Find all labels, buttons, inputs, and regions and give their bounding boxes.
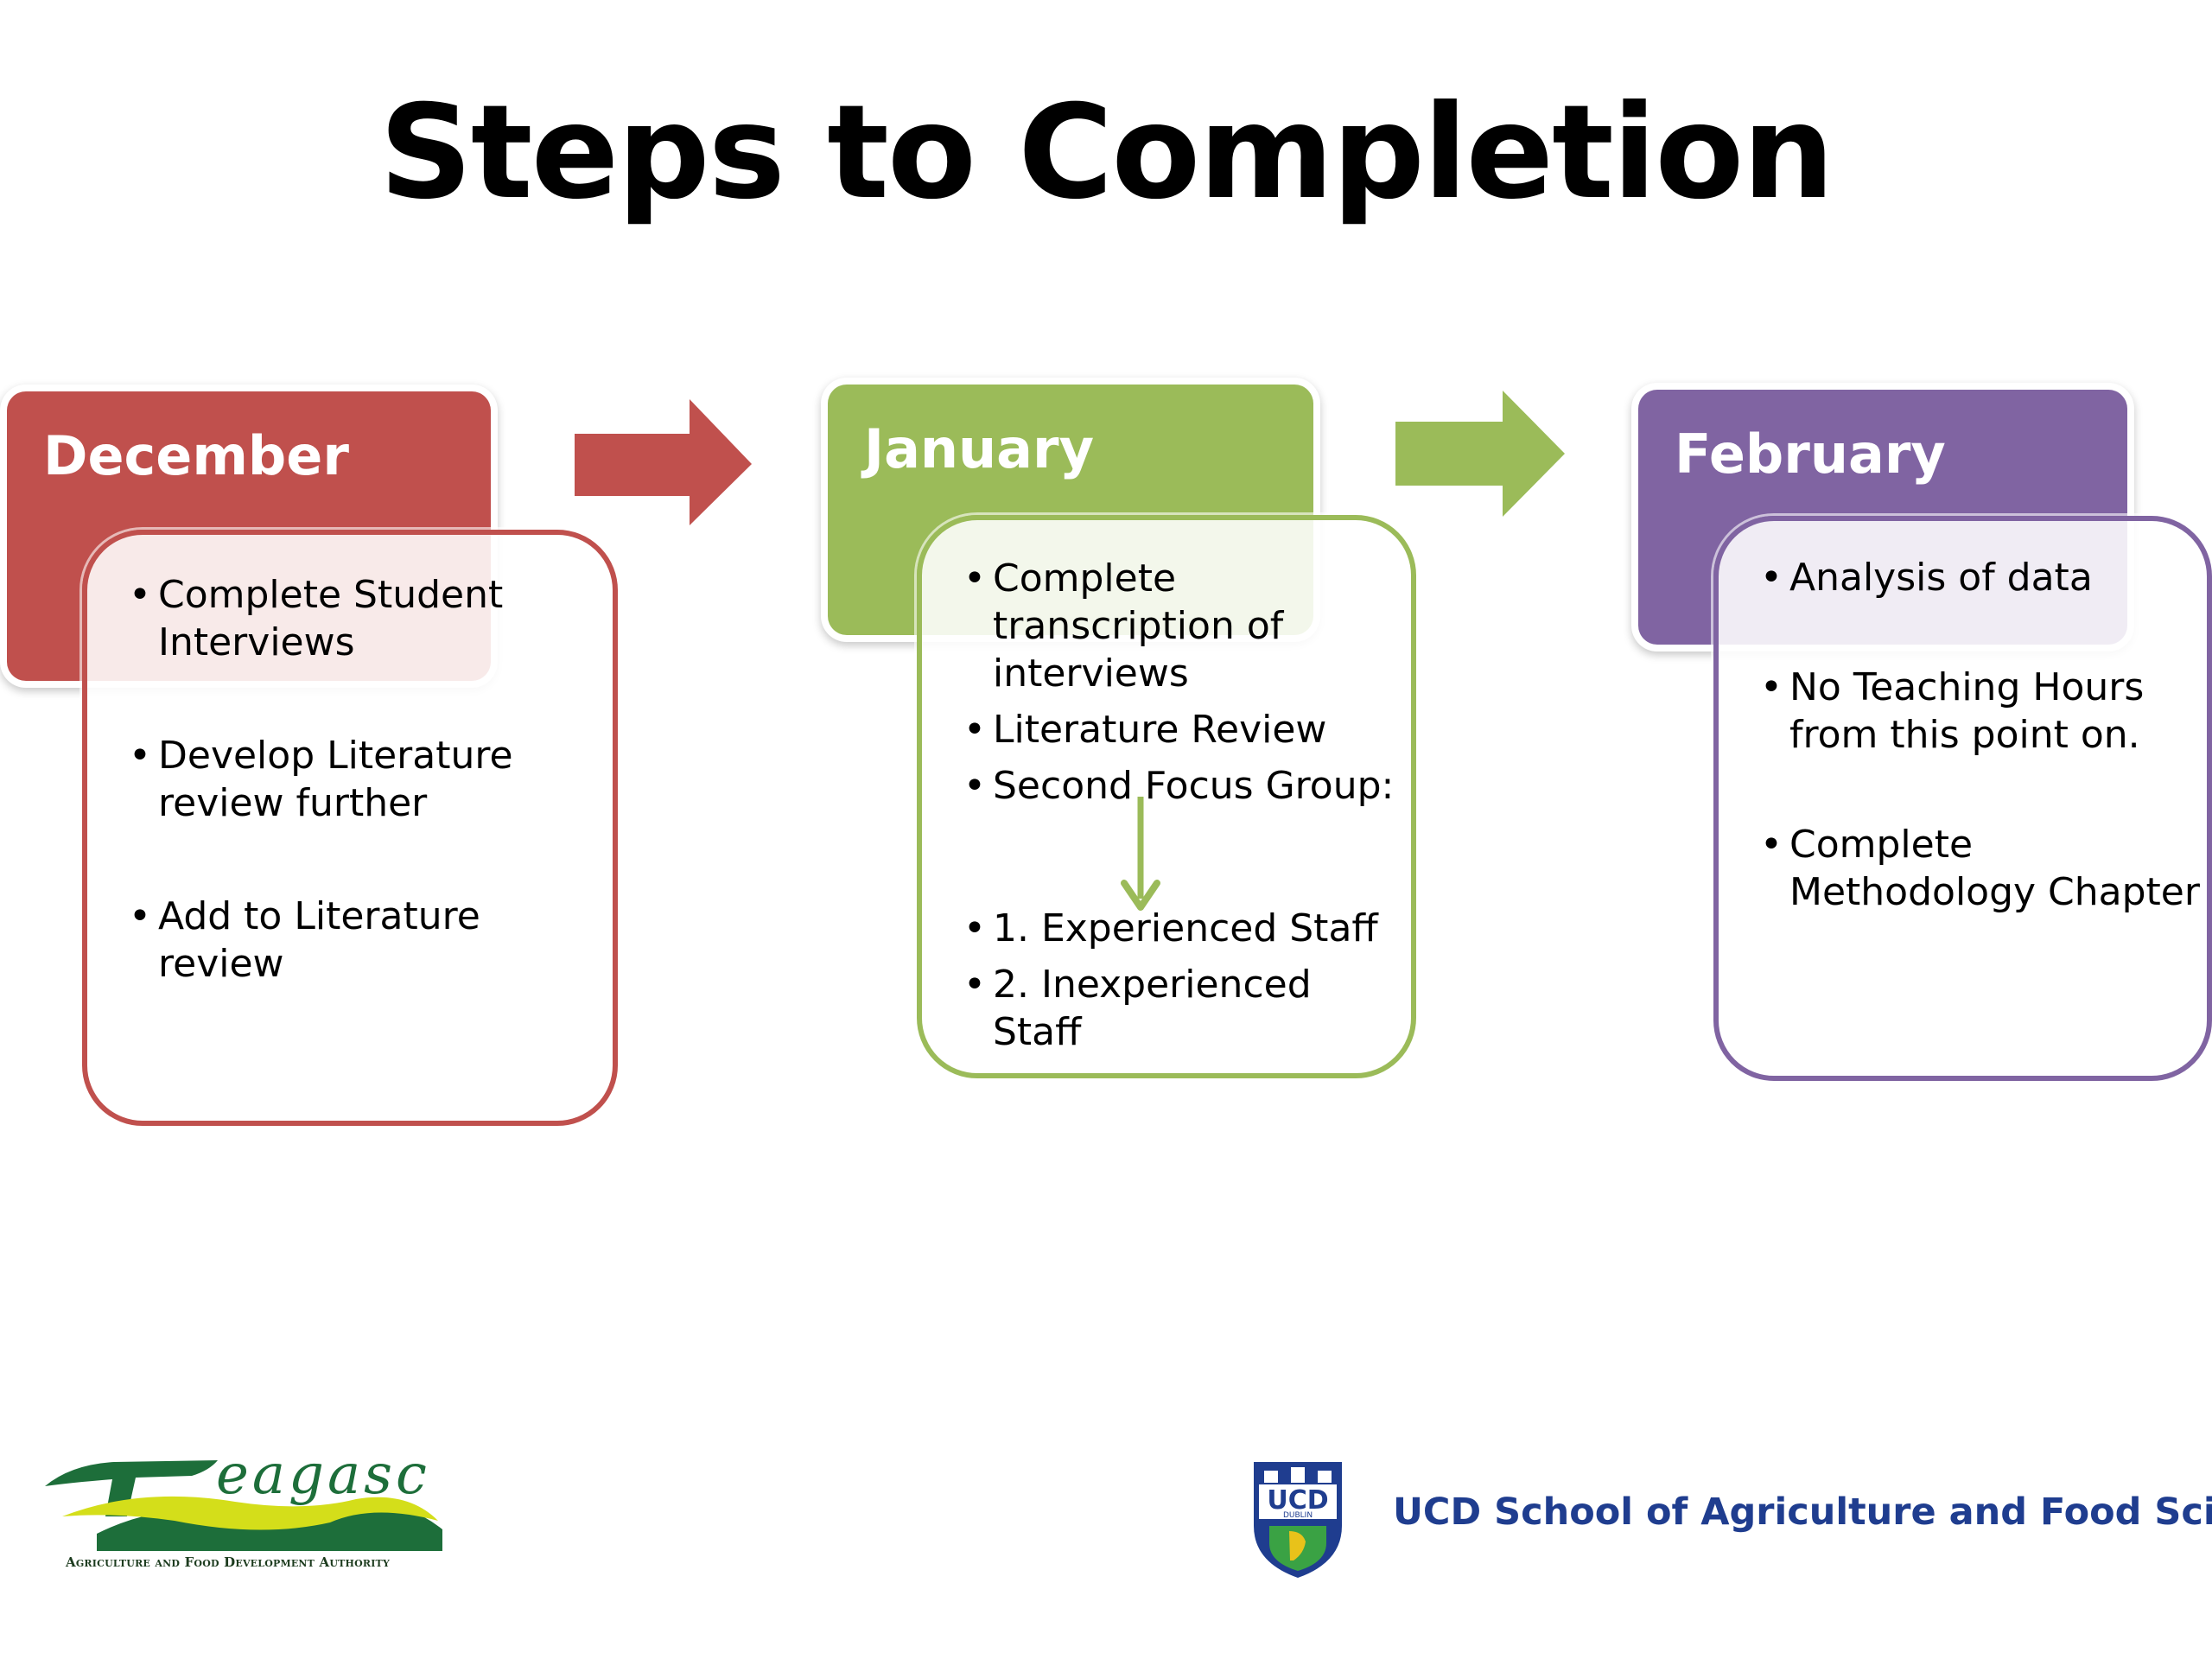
step-month-january: January — [864, 417, 1095, 480]
ucd-crest-text: UCD — [1267, 1485, 1328, 1516]
step-body-december: •Complete Student Interviews •Develop Li… — [82, 530, 618, 1126]
step-month-february: February — [1675, 423, 1946, 486]
list-item: •Second Focus Group: — [963, 764, 1395, 808]
step-body-january: •Complete transcription of interviews •L… — [917, 515, 1416, 1078]
right-arrow-icon — [575, 399, 752, 525]
teagasc-wordmark: eagasc — [216, 1443, 430, 1507]
list-item: •1. Experienced Staff — [963, 906, 1378, 950]
slide-title: Steps to Completion — [378, 78, 1834, 228]
step-month-december: December — [43, 424, 349, 487]
list-item: •Literature Review — [963, 708, 1327, 752]
list-item: •Complete Student Interviews — [129, 573, 504, 664]
list-item: •2. Inexperienced Staff — [963, 963, 1312, 1054]
ucd-crest-icon: UCD DUBLIN — [1254, 1462, 1342, 1578]
list-item: •Develop Literature review further — [129, 734, 513, 825]
list-item: •Complete Methodology Chapter — [1760, 823, 2200, 914]
ucd-school-name: UCD School of Agriculture and Food Scien… — [1393, 1491, 2212, 1534]
step-body-february: •Analysis of data •No Teaching Hours fro… — [1713, 516, 2212, 1081]
ucd-crest-sub: DUBLIN — [1283, 1511, 1313, 1520]
list-item: •No Teaching Hours from this point on. — [1760, 665, 2145, 757]
list-item: •Analysis of data — [1760, 556, 2093, 600]
down-arrow-icon — [1121, 797, 1160, 911]
right-arrow-icon — [1395, 391, 1565, 517]
list-item: •Add to Literature review — [129, 894, 480, 986]
list-item: •Complete transcription of interviews — [963, 556, 1284, 696]
teagasc-tagline: Agriculture and Food Development Authori… — [66, 1554, 390, 1570]
